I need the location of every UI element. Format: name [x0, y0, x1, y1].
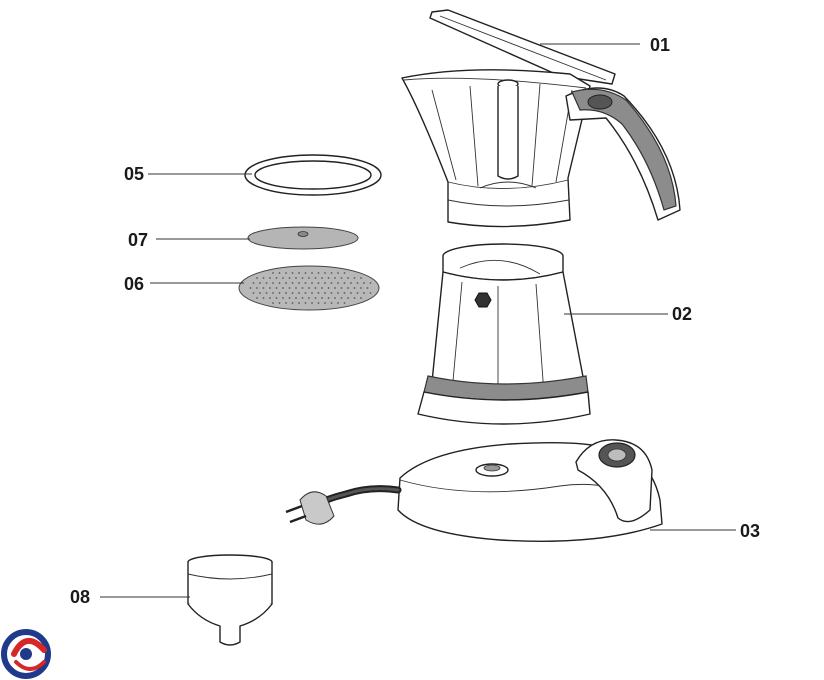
upper-pot	[401, 9, 681, 228]
label-05: 05	[124, 164, 144, 184]
label-06: 06	[124, 274, 144, 294]
gasket	[244, 154, 382, 196]
label-08: 08	[70, 587, 90, 607]
label-01: 01	[650, 35, 670, 55]
filter-plate-small	[247, 226, 359, 250]
funnel	[187, 554, 273, 646]
upper-pot-handle-frame	[565, 87, 681, 221]
water-tank	[417, 243, 591, 425]
brand-swirl-icon	[1, 629, 51, 679]
filter-plate-large	[238, 265, 380, 311]
label-03: 03	[740, 521, 760, 541]
label-07: 07	[128, 230, 148, 250]
label-02: 02	[672, 304, 692, 324]
heating-base	[285, 439, 663, 542]
safety-valve	[474, 292, 492, 308]
upper-pot-handle-grip	[571, 88, 677, 211]
upper-pot-body	[401, 69, 591, 228]
power-plug	[299, 491, 335, 525]
